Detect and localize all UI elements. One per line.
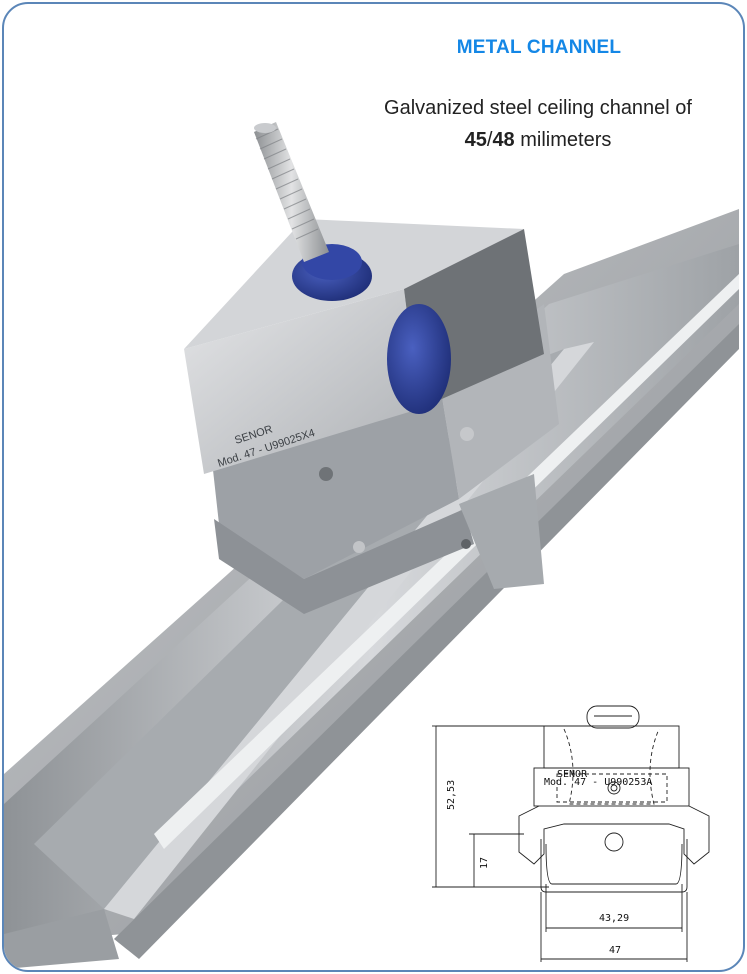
size-a: 45 [464, 129, 487, 151]
hanger-bracket: SENOR Mod. 47 - U99025X4 [184, 219, 559, 614]
drawing-stamp-brand: SENOR [557, 769, 588, 780]
product-title: METAL CHANNEL [456, 37, 622, 58]
size-unit: milimeters [514, 129, 612, 151]
product-illustration: SENOR Mod. 47 - U99025X4 [4, 122, 739, 969]
product-description: Galvanized steel ceiling channel of 45/4… [339, 92, 737, 156]
description-line: Galvanized steel ceiling channel of [384, 97, 692, 119]
size-separator: / [486, 129, 493, 151]
drawing-stamp-model: Mod. 47 - U990253A [544, 777, 652, 788]
threaded-bolt [254, 122, 329, 262]
dim-outer-width-label: 47 [609, 945, 621, 956]
dim-inner-width-label: 43,29 [599, 913, 629, 924]
metal-channel-rail [4, 209, 739, 969]
dim-lower-label: 17 [479, 857, 490, 869]
technical-drawing: 52,53 17 43,29 47 SENOR Mod. 47 - U99025… [432, 705, 710, 962]
dim-height-label: 52,53 [446, 780, 457, 810]
size-b: 48 [492, 129, 515, 151]
